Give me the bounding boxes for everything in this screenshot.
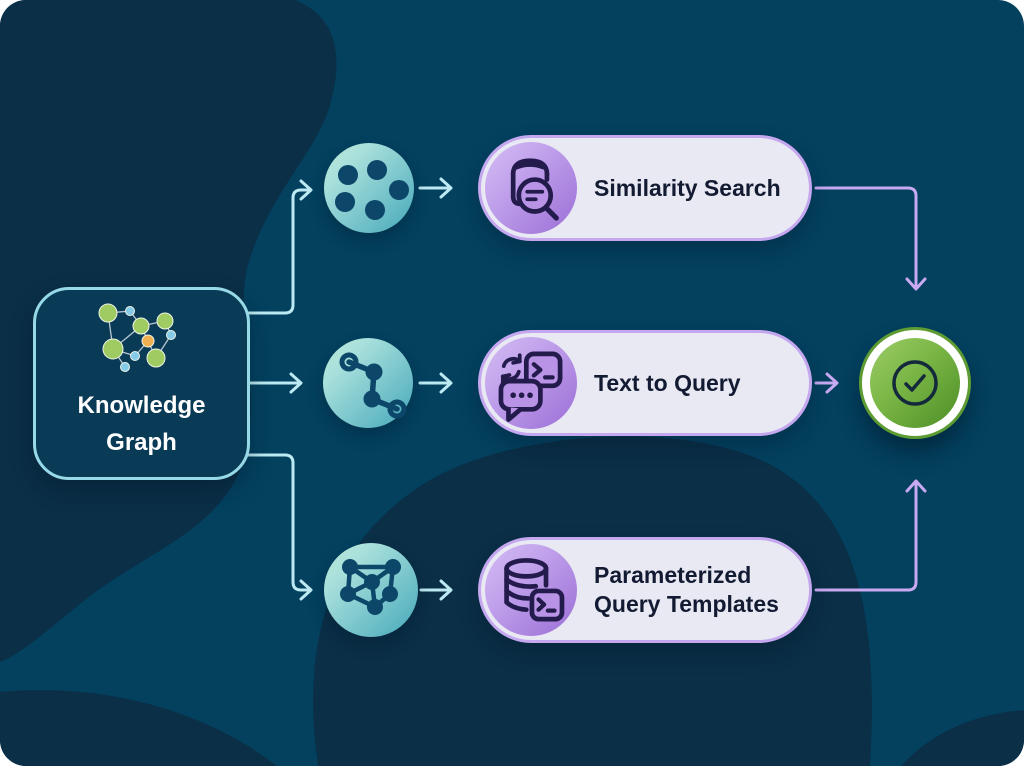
path-nodes-icon bbox=[339, 352, 407, 419]
database-terminal-icon bbox=[504, 558, 565, 622]
check-circle-icon bbox=[892, 360, 938, 406]
network-graph-icon bbox=[340, 559, 401, 615]
pill-icon-circle bbox=[485, 544, 577, 636]
branch-circle-similarity bbox=[324, 143, 414, 233]
knowledge-graph-icon bbox=[98, 303, 176, 372]
pill-label: Parameterized Query Templates bbox=[594, 561, 779, 619]
database-search-icon bbox=[510, 158, 559, 221]
result-green-circle bbox=[870, 338, 960, 428]
chat-terminal-icon bbox=[498, 351, 563, 422]
pill-label: Similarity Search bbox=[594, 174, 781, 201]
pill-parameterized-query-templates: Parameterized Query Templates bbox=[478, 537, 812, 643]
knowledge-graph-label-line1: Knowledge bbox=[77, 392, 206, 419]
pill-label-line1: Parameterized bbox=[594, 562, 752, 588]
pill-icon-circle bbox=[485, 142, 577, 234]
pill-label-line2: Query Templates bbox=[594, 591, 779, 617]
pill-label: Text to Query bbox=[594, 369, 741, 396]
knowledge-graph-node: Knowledge Graph bbox=[33, 287, 250, 480]
pill-text-to-query: Text to Query bbox=[478, 330, 812, 436]
branch-circle-parameterized bbox=[324, 543, 418, 637]
knowledge-graph-label: Knowledge Graph bbox=[36, 387, 247, 461]
cluster-dots-icon bbox=[335, 160, 409, 220]
knowledge-graph-label-line2: Graph bbox=[106, 429, 177, 456]
result-check-node bbox=[859, 327, 971, 439]
branch-circle-text-to-query bbox=[323, 338, 413, 428]
pill-similarity-search: Similarity Search bbox=[478, 135, 812, 241]
pill-icon-circle bbox=[485, 337, 577, 429]
